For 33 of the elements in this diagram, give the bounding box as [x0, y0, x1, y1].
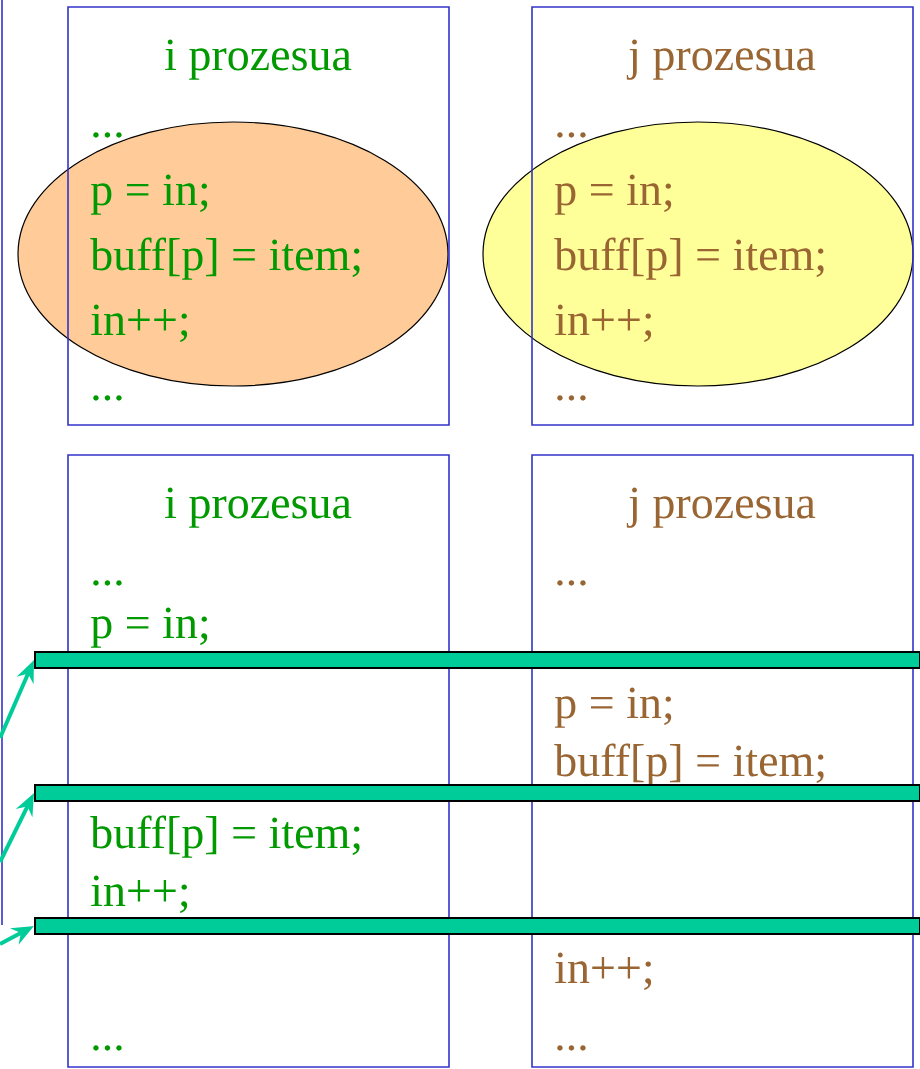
code-line: p = in; — [554, 174, 672, 215]
code-line: ... — [93, 132, 122, 138]
process-box — [67, 454, 450, 1068]
code-line: ... — [557, 395, 586, 401]
code-line: p = in; — [90, 174, 208, 215]
code-line: ... — [93, 395, 122, 401]
code-line: ... — [557, 132, 586, 138]
code-line: p = in; — [554, 687, 672, 728]
bar — [34, 784, 920, 802]
heading: i prozesua — [165, 487, 352, 528]
heading: i prozesua — [165, 39, 352, 80]
heading: j prozesua — [626, 487, 816, 528]
code-line: buff[p] = item; — [554, 237, 824, 280]
process-box — [531, 6, 914, 426]
code-line: buff[p] = item; — [90, 815, 360, 858]
code-line: in++; — [91, 304, 188, 343]
bar — [34, 917, 920, 935]
code-line: in++; — [91, 875, 188, 914]
code-line: ... — [93, 1045, 122, 1051]
ellipse — [17, 121, 449, 387]
code-line: ... — [93, 580, 122, 586]
process-box — [531, 454, 914, 1068]
process-box — [67, 6, 450, 426]
code-line: ... — [557, 1045, 586, 1051]
code-line: in++; — [555, 304, 652, 343]
bar — [34, 651, 920, 669]
heading: j prozesua — [626, 39, 816, 80]
code-line: buff[p] = item; — [554, 743, 824, 786]
code-line: in++; — [555, 952, 652, 991]
ellipse — [482, 121, 914, 387]
code-line: p = in; — [90, 607, 208, 648]
code-line: ... — [557, 580, 586, 586]
code-line: buff[p] = item; — [90, 237, 360, 280]
